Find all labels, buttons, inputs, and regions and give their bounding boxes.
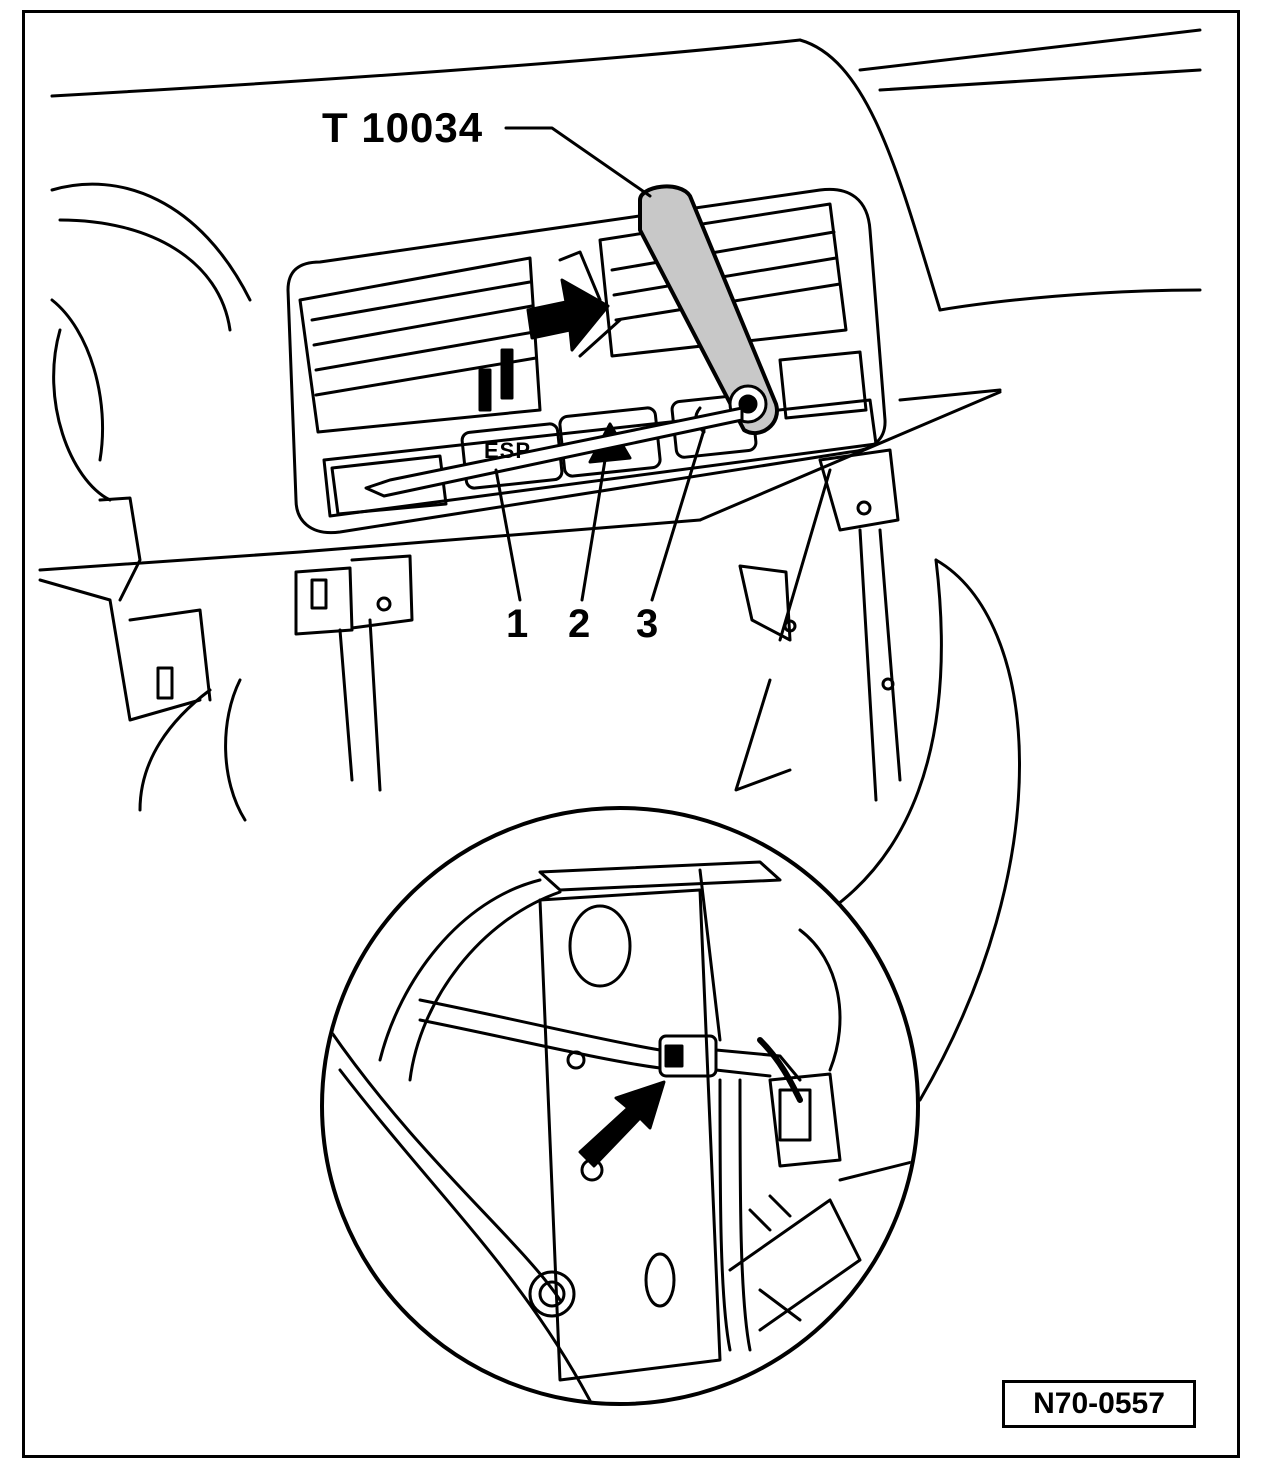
figure-id-box: N70-0557 [1002,1380,1196,1428]
vent-housing [288,189,885,532]
callout-3: 3 [636,602,659,646]
callout-2: 2 [568,602,591,646]
esp-button-text: ESP [484,438,532,463]
zoom-connector-inner [830,560,941,910]
tool-leader-line [506,128,650,196]
detail-view [322,808,920,1420]
callout-1: 1 [506,602,529,646]
steering-shroud [40,498,245,820]
support-brace [736,390,1000,800]
zoom-connector [920,560,1020,1100]
mounting-brackets [296,556,412,790]
figure-id: N70-0557 [1033,1387,1165,1420]
tool-label: T 10034 [322,104,484,151]
dashboard-outline [40,30,1200,570]
detail-arrow [580,1082,664,1166]
push-direction-arrow [528,252,620,356]
removal-tool [366,186,777,496]
callout-leaders [496,430,704,600]
